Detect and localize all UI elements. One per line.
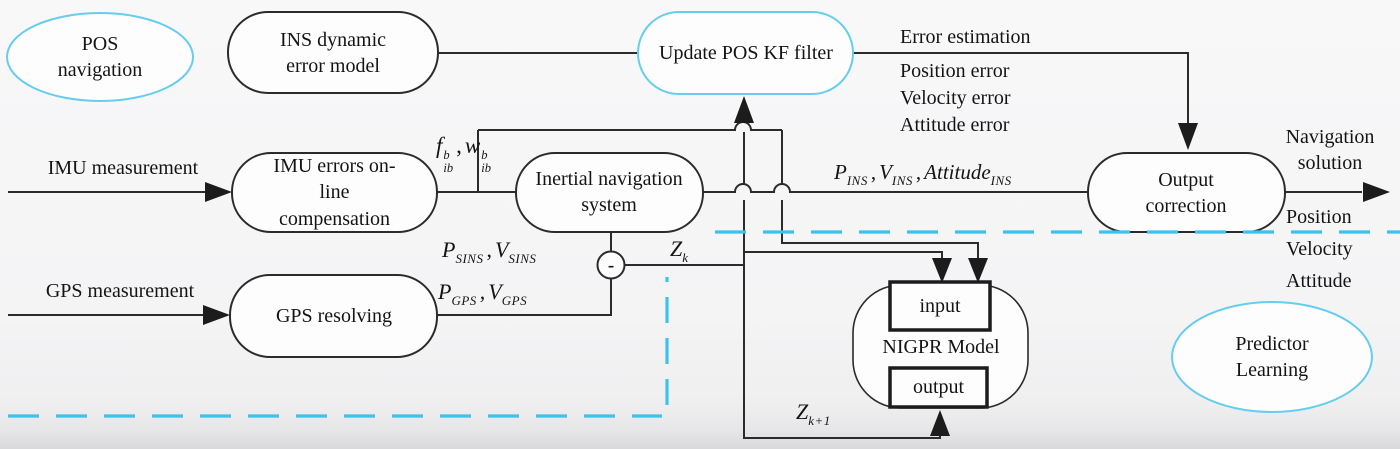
navigation-solution-label: Navigation solution: [1285, 126, 1375, 174]
imu-measurement-label: IMU measurement: [47, 157, 199, 179]
nigpr-output-box: [888, 366, 989, 409]
v-sins-symbol: VSINS: [494, 237, 537, 266]
velocity-label: Velocity: [1286, 238, 1353, 260]
nigpr-input-arrowhead-right: [968, 258, 988, 283]
nigpr-output-arrowhead: [930, 410, 950, 436]
gps-resolving-box: [229, 274, 438, 358]
ins-dynamic-error-model-label: INS dynamic error model: [279, 28, 387, 77]
p-gps-symbol: PGPS: [438, 279, 477, 308]
v-gps-symbol: VGPS: [488, 279, 528, 308]
ins-output-line-with-hops: [703, 183, 1088, 193]
gps-pv-label: PGPS,VGPS: [438, 279, 528, 308]
output-correction-box: [1087, 152, 1286, 233]
predictor-learning-label: Predictor Learning: [1235, 333, 1309, 381]
fw-horizontal-with-hop: [478, 121, 782, 131]
ins-pva-label: PINS,VINS,AttitudeINS: [834, 160, 1012, 188]
output-correction-label: Output correction: [1145, 169, 1227, 217]
gps-arrowhead: [203, 305, 230, 325]
zk1-label: Zk+1: [796, 399, 831, 429]
fw-to-nigpr-input-line: [781, 130, 979, 260]
pos-navigation-ellipse: [6, 12, 194, 102]
velocity-error-label: Velocity error: [900, 87, 1011, 109]
kf-input-arrowhead: [734, 96, 754, 123]
outputcorrection-arrowhead: [1178, 123, 1198, 150]
p-sins-symbol: PSINS: [442, 237, 484, 266]
v-ins-symbol: VINS: [879, 160, 913, 188]
zk-main-vertical-line: [743, 132, 941, 439]
imu-errors-compensation-label: IMU errors on-line compensation: [273, 154, 396, 230]
imu-errors-compensation-box: [231, 152, 438, 233]
nigpr-model-label: NIGPR Model: [882, 336, 1000, 358]
imu-arrowhead: [205, 182, 232, 202]
sins-pv-label: PSINS,VSINS: [442, 237, 537, 266]
kf-to-outputcorrection-line: [853, 52, 1189, 124]
ins-dynamic-error-model-box: [227, 11, 439, 94]
gps-measurement-label: GPS measurement: [45, 280, 195, 302]
nigpr-output-label: output: [912, 376, 965, 398]
error-estimation-label: Error estimation: [900, 26, 1031, 48]
zk-label: Zk: [670, 236, 689, 266]
nigpr-input-label: input: [919, 295, 961, 317]
update-pos-kf-filter-box: [637, 11, 854, 95]
pos-navigation-label: POS navigation: [57, 33, 143, 81]
predictor-learning-ellipse: [1171, 301, 1373, 413]
gps-resolving-label: GPS resolving: [275, 305, 393, 327]
zk-to-nigpr-input-line: [744, 251, 943, 260]
position-label: Position: [1286, 206, 1352, 228]
inertial-navigation-system-label: Inertial navigation system: [535, 168, 683, 216]
z-k-plus-1-symbol: Zk+1: [796, 399, 831, 428]
position-error-label: Position error: [900, 60, 1010, 82]
z-k-symbol: Zk: [670, 236, 689, 265]
inertial-navigation-system-box: [515, 152, 704, 233]
attitude-label: Attitude: [1286, 270, 1352, 292]
minus-junction-circle: [596, 250, 626, 280]
attitude-ins-symbol: AttitudeINS: [924, 160, 1012, 188]
nigpr-input-arrowhead-left: [932, 258, 952, 283]
attitude-error-label: Attitude error: [900, 114, 1010, 136]
update-pos-kf-filter-label: Update POS KF filter: [659, 42, 833, 64]
navigation-solution-arrowhead: [1363, 182, 1390, 202]
minus-junction-label: -: [607, 254, 615, 276]
p-ins-symbol: PINS: [834, 160, 868, 188]
nigpr-input-box: [888, 280, 992, 332]
gps-to-minus-line: [437, 279, 612, 316]
